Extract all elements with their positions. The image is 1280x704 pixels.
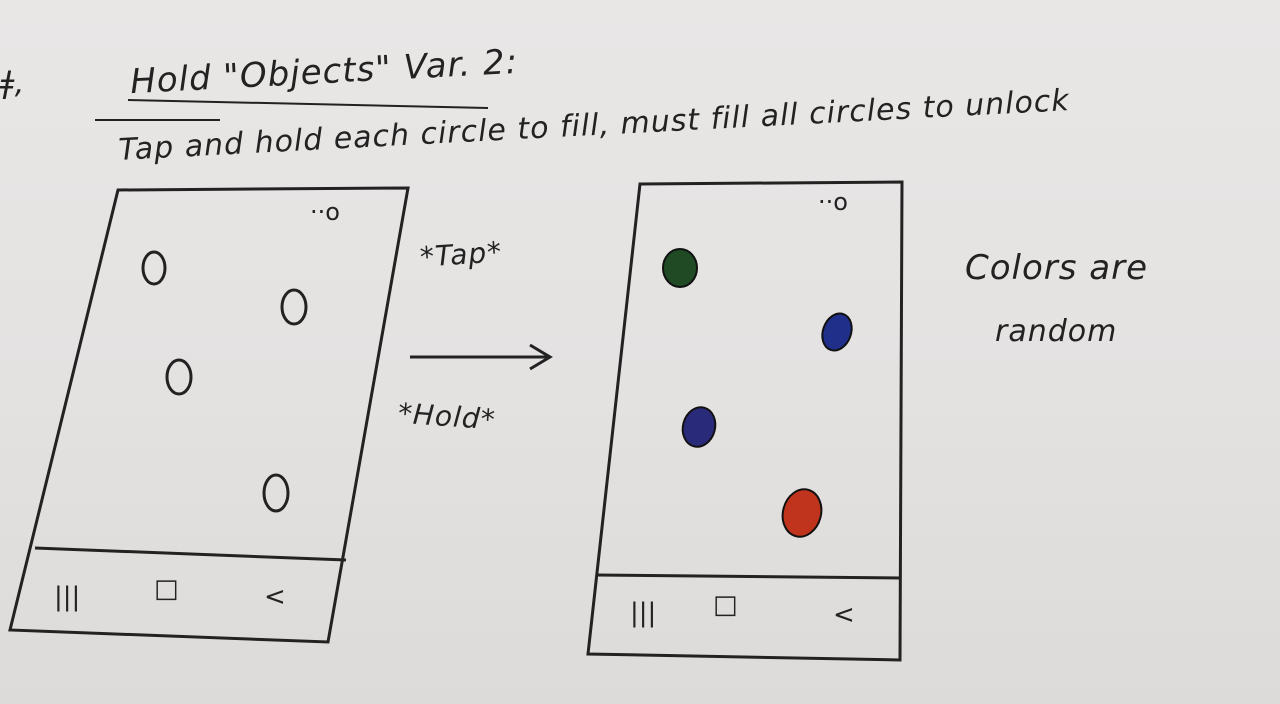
phone-before bbox=[8, 186, 410, 644]
phone-before-nav-divider bbox=[34, 546, 347, 562]
phone-after-frame bbox=[586, 180, 904, 662]
filled-circle-4 bbox=[781, 488, 823, 538]
empty-circle-1 bbox=[141, 250, 167, 286]
phone-after-recents-icon: ||| bbox=[630, 598, 657, 628]
phone-before-back-icon: < bbox=[264, 582, 286, 612]
phone-after-status: ··o bbox=[818, 188, 848, 216]
phone-after bbox=[586, 180, 904, 662]
note-line-2: random bbox=[995, 314, 1118, 349]
empty-circle-4 bbox=[262, 473, 290, 513]
filled-circle-1 bbox=[662, 248, 698, 288]
note-line-1: Colors are bbox=[965, 248, 1149, 288]
transition-arrow bbox=[410, 343, 553, 371]
phone-before-recents-icon: ||| bbox=[54, 582, 81, 612]
phone-before-home-icon: □ bbox=[154, 574, 179, 604]
filled-circle-3 bbox=[681, 406, 717, 448]
title-underline bbox=[127, 99, 489, 109]
phone-after-home-icon: □ bbox=[713, 590, 738, 620]
empty-circle-3 bbox=[165, 358, 193, 396]
empty-circle-2 bbox=[280, 288, 308, 326]
phone-after-back-icon: < bbox=[833, 600, 855, 630]
phone-before-frame bbox=[8, 186, 410, 644]
hold-label: *Hold* bbox=[396, 396, 497, 437]
phone-before-status: ··o bbox=[310, 198, 340, 226]
tap-label: *Tap* bbox=[418, 235, 504, 274]
filled-circle-2 bbox=[821, 312, 853, 352]
phone-after-nav-divider bbox=[595, 573, 901, 580]
corner-mark: ǂ, bbox=[0, 66, 26, 101]
